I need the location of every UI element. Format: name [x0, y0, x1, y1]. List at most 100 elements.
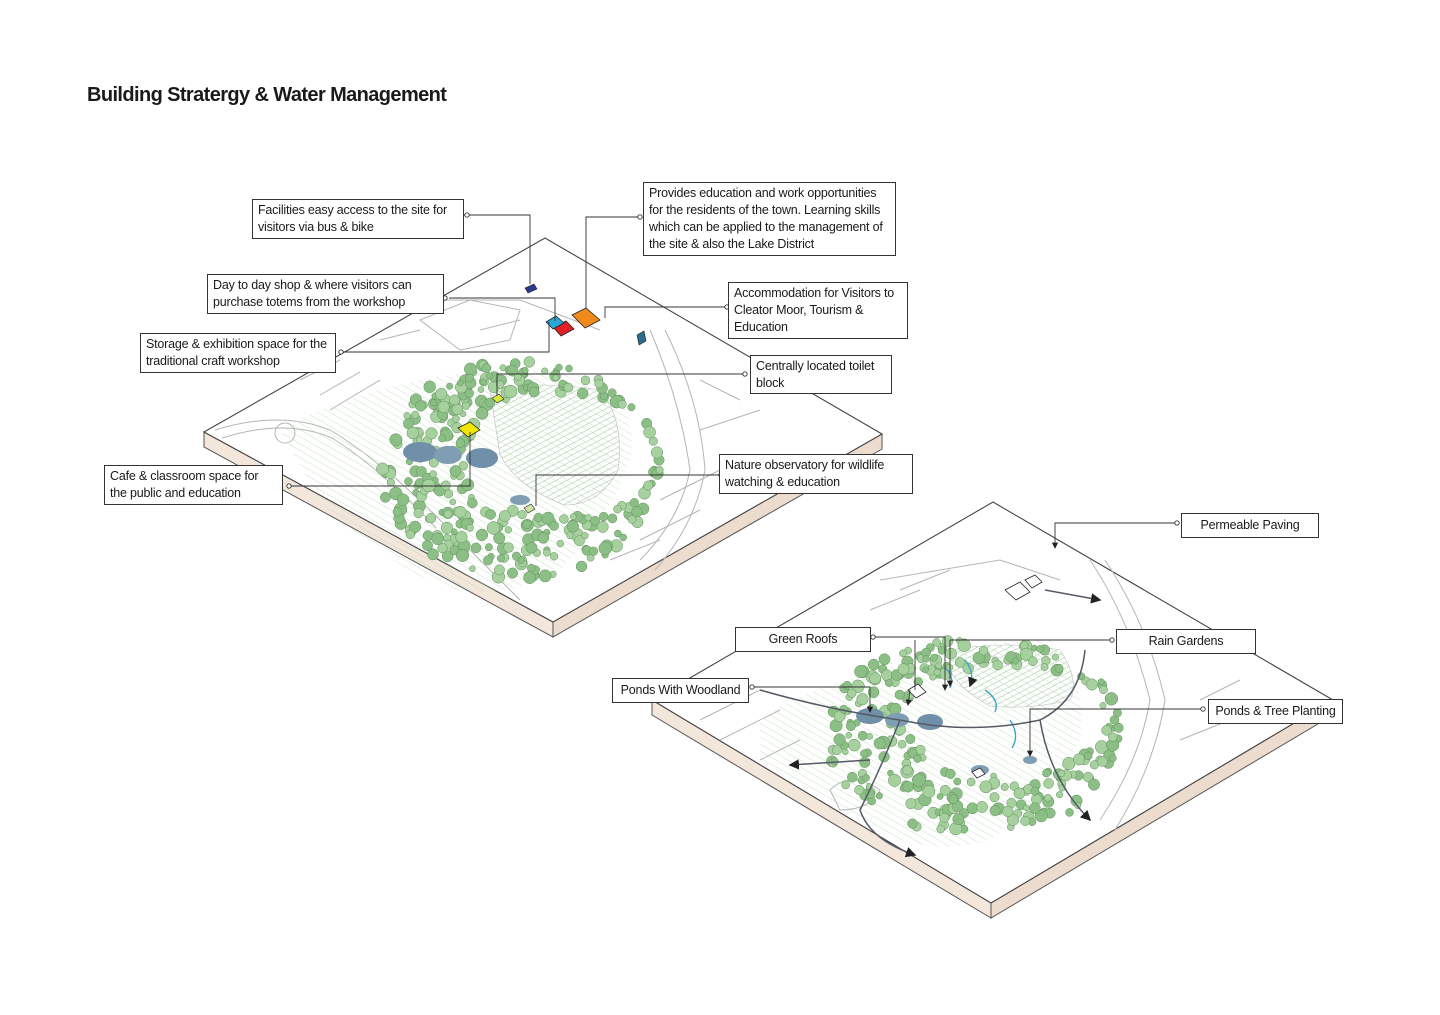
tree-canopy	[503, 542, 514, 553]
tree-canopy	[629, 498, 639, 508]
tree-canopy	[899, 649, 907, 658]
tree-canopy	[1104, 692, 1119, 706]
tree-canopy	[939, 812, 950, 823]
tree-canopy	[607, 513, 618, 524]
tree-canopy	[389, 433, 403, 447]
tree-canopy	[1042, 768, 1051, 778]
tree-canopy	[847, 688, 857, 698]
tree-canopy	[1097, 756, 1108, 767]
tree-canopy	[495, 380, 505, 389]
label-education-work: Provides education and work opportunitie…	[643, 182, 896, 256]
tree-canopy	[431, 532, 444, 546]
tree-canopy	[423, 380, 436, 393]
tree-canopy	[873, 737, 886, 750]
tree-canopy	[451, 414, 460, 423]
tree-canopy	[598, 541, 612, 555]
tree-canopy	[932, 638, 941, 647]
tree-canopy	[503, 384, 518, 399]
tree-canopy	[867, 686, 880, 698]
tree-canopy	[461, 401, 471, 410]
tree-canopy	[952, 813, 965, 826]
bike-stop	[636, 330, 647, 346]
tree-canopy	[555, 363, 563, 372]
storage-building	[545, 315, 565, 330]
tree-canopy	[577, 387, 589, 400]
tree-canopy	[446, 382, 454, 390]
tree-canopy	[485, 509, 496, 520]
tree-canopy	[1011, 657, 1019, 665]
tree-canopy	[559, 514, 569, 524]
tree-canopy	[957, 638, 971, 653]
tree-canopy	[1028, 656, 1038, 666]
tree-canopy	[627, 403, 636, 412]
tree-canopy	[594, 379, 604, 389]
tree-canopy	[425, 427, 438, 440]
tree-canopy	[881, 669, 893, 681]
tree-canopy	[1097, 678, 1105, 686]
tree-canopy	[845, 721, 856, 732]
tree-canopy	[936, 824, 945, 834]
bottom-woodland	[826, 635, 1124, 836]
tree-canopy	[376, 462, 389, 476]
tree-canopy	[566, 531, 574, 540]
tree-canopy	[457, 379, 464, 387]
tree-canopy	[954, 657, 966, 668]
tree-canopy	[979, 780, 993, 794]
tree-canopy	[504, 526, 512, 534]
tree-canopy	[613, 504, 622, 514]
tree-canopy	[875, 792, 883, 800]
label-bus-bike-access: Facilities easy access to the site for v…	[252, 199, 464, 239]
tree-canopy	[458, 461, 468, 471]
tree-canopy	[590, 515, 600, 526]
tree-canopy	[930, 653, 938, 662]
tree-canopy	[948, 794, 959, 805]
tree-canopy	[413, 507, 424, 519]
tree-canopy	[441, 550, 454, 563]
tree-canopy	[842, 680, 852, 690]
tree-canopy	[866, 733, 873, 740]
bottom-leader-lines	[750, 522, 1205, 757]
tree-canopy	[862, 774, 870, 782]
tree-canopy	[467, 497, 478, 509]
tree-canopy	[627, 515, 637, 524]
tree-canopy	[607, 388, 617, 398]
tree-canopy	[860, 749, 869, 758]
tree-canopy	[922, 785, 936, 799]
label-green-roofs: Green Roofs	[735, 627, 871, 652]
tree-canopy	[617, 399, 627, 409]
tree-canopy	[1057, 769, 1065, 778]
tree-canopy	[1036, 645, 1044, 653]
tree-canopy	[494, 564, 505, 576]
tree-canopy	[454, 505, 467, 519]
tree-canopy	[912, 773, 926, 788]
top-site-block	[202, 212, 884, 638]
tree-canopy	[507, 567, 518, 579]
tree-canopy	[913, 754, 922, 763]
tree-canopy	[549, 552, 559, 561]
tree-canopy	[992, 660, 1003, 671]
tree-canopy	[885, 679, 893, 687]
tree-canopy	[1030, 786, 1040, 796]
tree-canopy	[966, 777, 976, 787]
tree-canopy	[425, 512, 437, 524]
tree-canopy	[479, 378, 487, 386]
tree-canopy	[945, 647, 957, 660]
tree-canopy	[833, 733, 846, 746]
label-accommodation: Accommodation for Visitors to Cleator Mo…	[728, 282, 908, 339]
tree-canopy	[619, 533, 627, 542]
tree-canopy	[541, 367, 549, 375]
tree-canopy	[650, 446, 664, 459]
tree-canopy	[854, 665, 868, 679]
tree-canopy	[415, 400, 427, 412]
tree-canopy	[443, 509, 453, 519]
tree-canopy	[1108, 732, 1118, 742]
tree-canopy	[989, 805, 1001, 817]
tree-canopy	[1002, 805, 1014, 817]
tree-canopy	[1099, 702, 1107, 709]
tree-canopy	[486, 521, 501, 535]
tree-canopy	[493, 532, 506, 545]
top-leader-lines	[287, 214, 747, 506]
tree-canopy	[1029, 802, 1041, 814]
tree-canopy	[937, 646, 947, 655]
tree-canopy	[566, 520, 579, 533]
